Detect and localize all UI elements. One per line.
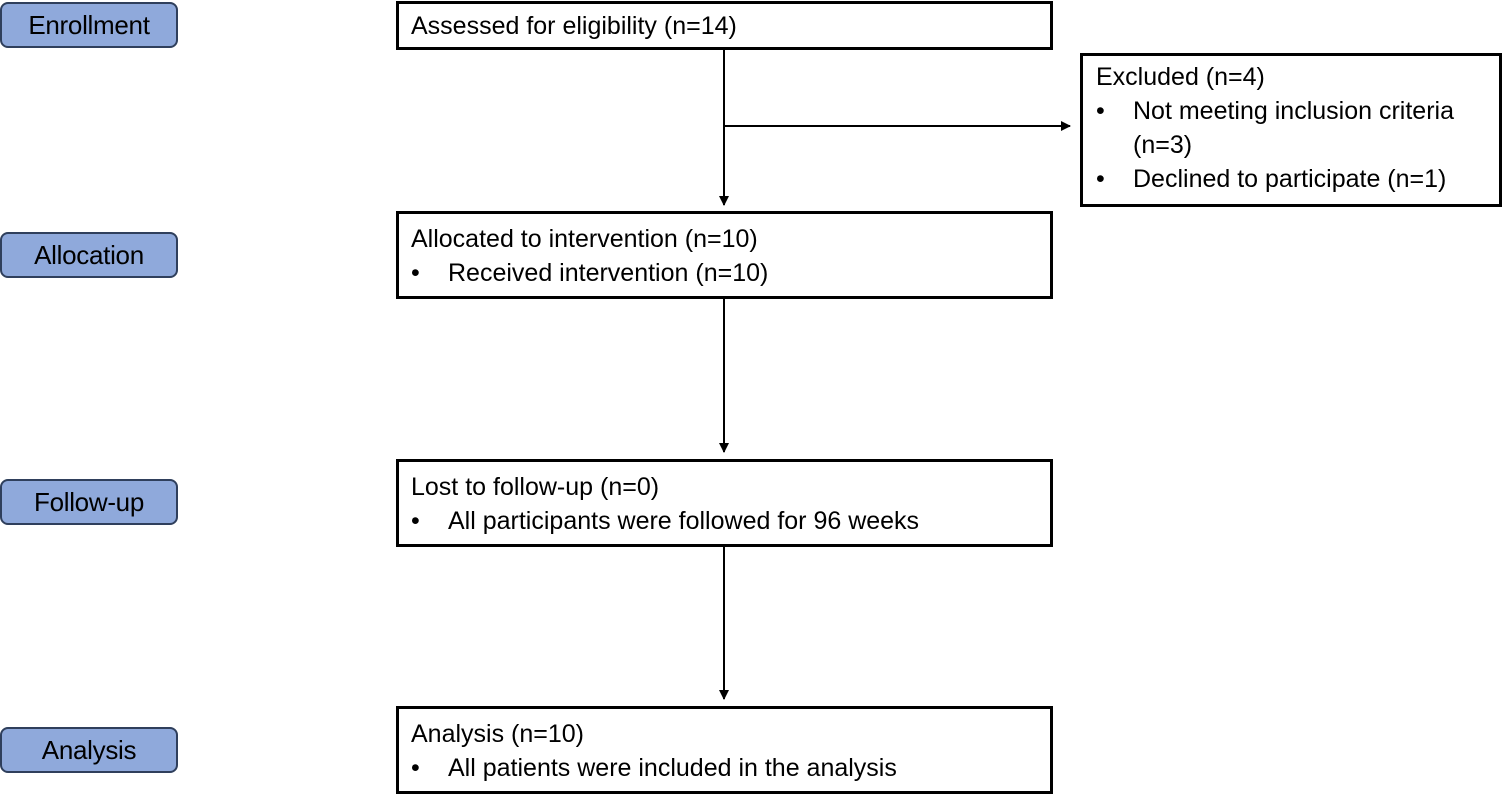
analysis-list: All patients were included in the analys… <box>411 751 1038 785</box>
follow-up-list: All participants were followed for 96 we… <box>411 504 1038 538</box>
box-allocated: Allocated to intervention (n=10) Receive… <box>396 211 1053 299</box>
stage-enrollment-label: Enrollment <box>28 9 150 40</box>
stage-allocation-label: Allocation <box>34 239 144 270</box>
allocated-list: Received intervention (n=10) <box>411 256 1038 290</box>
excluded-item: Declined to participate (n=1) <box>1096 162 1489 196</box>
excluded-title: Excluded (n=4) <box>1096 63 1265 91</box>
stage-analysis-label: Analysis <box>41 734 137 765</box>
analysis-title: Analysis (n=10) <box>411 720 584 748</box>
box-excluded: Excluded (n=4) Not meeting inclusion cri… <box>1080 53 1502 207</box>
box-follow-up: Lost to follow-up (n=0) All participants… <box>396 459 1053 547</box>
stage-analysis: Analysis <box>0 727 178 773</box>
stage-enrollment: Enrollment <box>0 2 178 48</box>
assessed-title: Assessed for eligibility (n=14) <box>411 12 737 40</box>
excluded-item: Not meeting inclusion criteria (n=3) <box>1096 94 1489 162</box>
stage-allocation: Allocation <box>0 232 178 278</box>
follow-up-title: Lost to follow-up (n=0) <box>411 473 660 501</box>
stage-follow-up: Follow-up <box>0 479 178 525</box>
allocated-title: Allocated to intervention (n=10) <box>411 225 758 253</box>
stage-follow-up-label: Follow-up <box>33 486 144 517</box>
analysis-item: All patients were included in the analys… <box>411 751 1038 785</box>
box-analysis: Analysis (n=10) All patients were includ… <box>396 706 1053 794</box>
box-assessed: Assessed for eligibility (n=14) <box>396 1 1053 50</box>
follow-up-item: All participants were followed for 96 we… <box>411 504 1038 538</box>
excluded-list: Not meeting inclusion criteria (n=3) Dec… <box>1096 94 1489 196</box>
allocated-item: Received intervention (n=10) <box>411 256 1038 290</box>
